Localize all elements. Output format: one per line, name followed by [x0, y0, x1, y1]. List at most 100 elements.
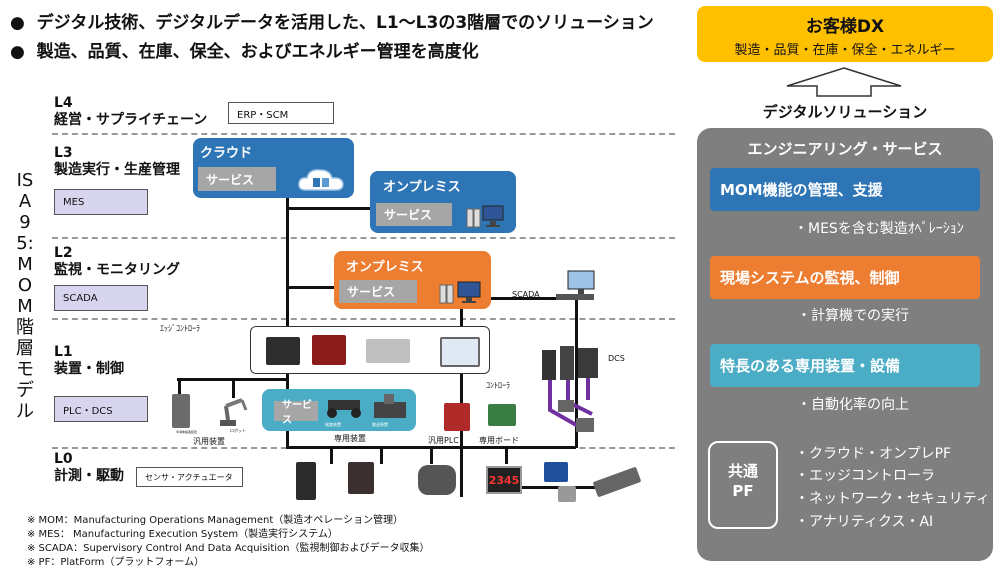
- sensor-device: [544, 462, 568, 482]
- digital-solution-label: デジタルソリューション: [762, 103, 928, 121]
- general-plc-label: 汎用PLC: [428, 436, 459, 445]
- service-item-monitoring: 現場システムの監視、制御: [710, 256, 980, 299]
- isa95-side-label: ISA95:MOM階層モデル: [16, 170, 34, 422]
- onprem-l2-title: オンプレミス: [346, 260, 424, 275]
- bullet-1: ● デジタル技術、デジタルデータを活用した、L1～L3の3階層でのソリューション: [10, 13, 654, 33]
- level-name: 監視・モニタリング: [54, 262, 180, 278]
- network-link: [505, 486, 600, 489]
- common-pf-box: 共通 PF: [708, 441, 778, 529]
- machine-icon: [370, 392, 410, 420]
- touch-panel-device: [440, 337, 480, 367]
- customer-dx-title: お客様DX: [805, 17, 885, 37]
- server-pc-icon: [439, 279, 485, 305]
- dedicated-board-device: [488, 404, 516, 426]
- pf-item: ・エッジコントローラ: [795, 468, 935, 484]
- onprem-l3-title: オンプレミス: [383, 180, 461, 195]
- level-divider: [52, 133, 675, 135]
- network-link: [286, 207, 372, 210]
- bullet-2: ● 製造、品質、在庫、保全、およびエネルギー管理を高度化: [10, 42, 479, 62]
- controller-label: ｺﾝﾄﾛｰﾗ: [486, 381, 510, 390]
- robot-arm-icon: [214, 394, 250, 428]
- level-divider: [52, 318, 675, 320]
- network-link: [330, 446, 333, 464]
- level-code: L2: [54, 245, 73, 261]
- dedicated-board-label: 専用ボード: [479, 436, 519, 445]
- service-item-mom: MOM機能の管理、支援: [710, 168, 980, 211]
- network-trunk: [286, 196, 289, 448]
- edge-controller-device: [366, 339, 410, 363]
- edge-controller-device: [266, 337, 300, 365]
- actuator-device: [418, 465, 456, 495]
- meter-readout: 2345: [488, 473, 520, 487]
- common-pf-label-1: 共通: [727, 462, 758, 480]
- network-link: [232, 378, 235, 398]
- dedicated-equipment-label: 専用装置: [334, 434, 366, 443]
- tag-mes: MES: [54, 189, 148, 215]
- edge-controller-label: ｴｯｼﾞｺﾝﾄﾛｰﾗ: [160, 324, 200, 333]
- service-item-dedicated-sub: ・自動化率の向上: [797, 397, 909, 413]
- scada-workstation-icon: [552, 269, 598, 303]
- level-name: 製造実行・生産管理: [54, 162, 180, 178]
- onprem-l3-service-box: サービス: [376, 203, 452, 226]
- cloud-zone-title: クラウド: [200, 146, 253, 161]
- general-device-machine: [172, 394, 190, 428]
- network-link: [380, 446, 383, 464]
- panel-title: エンジニアリング・サービス: [747, 140, 943, 158]
- customer-dx-box: お客様DX 製造・品質・在庫・保全・エネルギー: [697, 6, 993, 62]
- tiny-label: 半導体製造装置: [176, 430, 198, 434]
- pf-item: ・ネットワーク・セキュリティ: [795, 491, 990, 507]
- service-item-dedicated: 特長のある専用装置・設備: [710, 344, 980, 387]
- dcs-label: DCS: [608, 354, 625, 363]
- vehicle-icon: [322, 394, 366, 420]
- network-link: [490, 297, 578, 300]
- level-name: 装置・制御: [54, 361, 124, 377]
- tiny-label: ロボット: [230, 428, 246, 433]
- tag-plc-dcs: PLC・DCS: [54, 396, 148, 422]
- footnote: ※ SCADA：Supervisory Control And Data Acq…: [27, 543, 430, 554]
- motor-device: [348, 462, 374, 494]
- sensor-device: [558, 486, 576, 502]
- service-item-monitoring-sub: ・計算機での実行: [797, 308, 909, 324]
- level-name: 計測・駆動: [54, 468, 124, 484]
- bullet-1-text: デジタル技術、デジタルデータを活用した、L1～L3の3階層でのソリューション: [36, 13, 654, 33]
- dedicated-service-box: サービス: [274, 400, 318, 426]
- general-device-label: 汎用装置: [193, 437, 225, 446]
- footnote: ※ PF：PlatForm（プラットフォーム）: [27, 557, 205, 568]
- general-plc-device: [444, 403, 470, 431]
- tag-scada: SCADA: [54, 285, 148, 311]
- pf-item: ・アナリティクス・AI: [795, 514, 934, 530]
- level-code: L1: [54, 344, 73, 360]
- cloud-icon: [296, 166, 346, 192]
- level-code: L3: [54, 145, 73, 161]
- digital-meter-device: 2345: [486, 466, 522, 494]
- onprem-l2-service-box: サービス: [339, 280, 417, 303]
- linear-actuator-device: [592, 466, 642, 498]
- pf-item: ・クラウド・オンプレPF: [795, 446, 952, 462]
- network-link: [505, 446, 508, 464]
- network-link: [286, 286, 336, 289]
- up-arrow-icon: [785, 66, 903, 98]
- cloud-service-box: サービス: [198, 167, 276, 191]
- scada-label: SCADA: [512, 290, 540, 299]
- level-name: 経営・サプライチェーン: [54, 112, 208, 128]
- common-pf-label-2: PF: [732, 482, 754, 500]
- bullet-2-text: 製造、品質、在庫、保全、およびエネルギー管理を高度化: [36, 42, 479, 62]
- server-pc-icon: [466, 203, 506, 229]
- tag-sensor-actuator: センサ・アクチュエータ: [136, 467, 243, 487]
- footnote: ※ MES： Manufacturing Execution System（製造…: [27, 529, 338, 540]
- edge-controller-device: [312, 335, 346, 365]
- level-code: L0: [54, 451, 73, 467]
- tag-erp-scm: ERP・SCM: [228, 102, 334, 124]
- level-divider: [52, 237, 675, 239]
- dcs-modules-icon: [538, 340, 602, 440]
- service-item-mom-sub: ・MESを含む製造ｵﾍﾟﾚｰｼｮﾝ: [794, 221, 964, 237]
- customer-dx-subtitle: 製造・品質・在庫・保全・エネルギー: [734, 43, 956, 58]
- tiny-label: 搬送装置: [372, 422, 388, 427]
- servo-drive-device: [296, 462, 316, 500]
- network-link: [430, 446, 433, 464]
